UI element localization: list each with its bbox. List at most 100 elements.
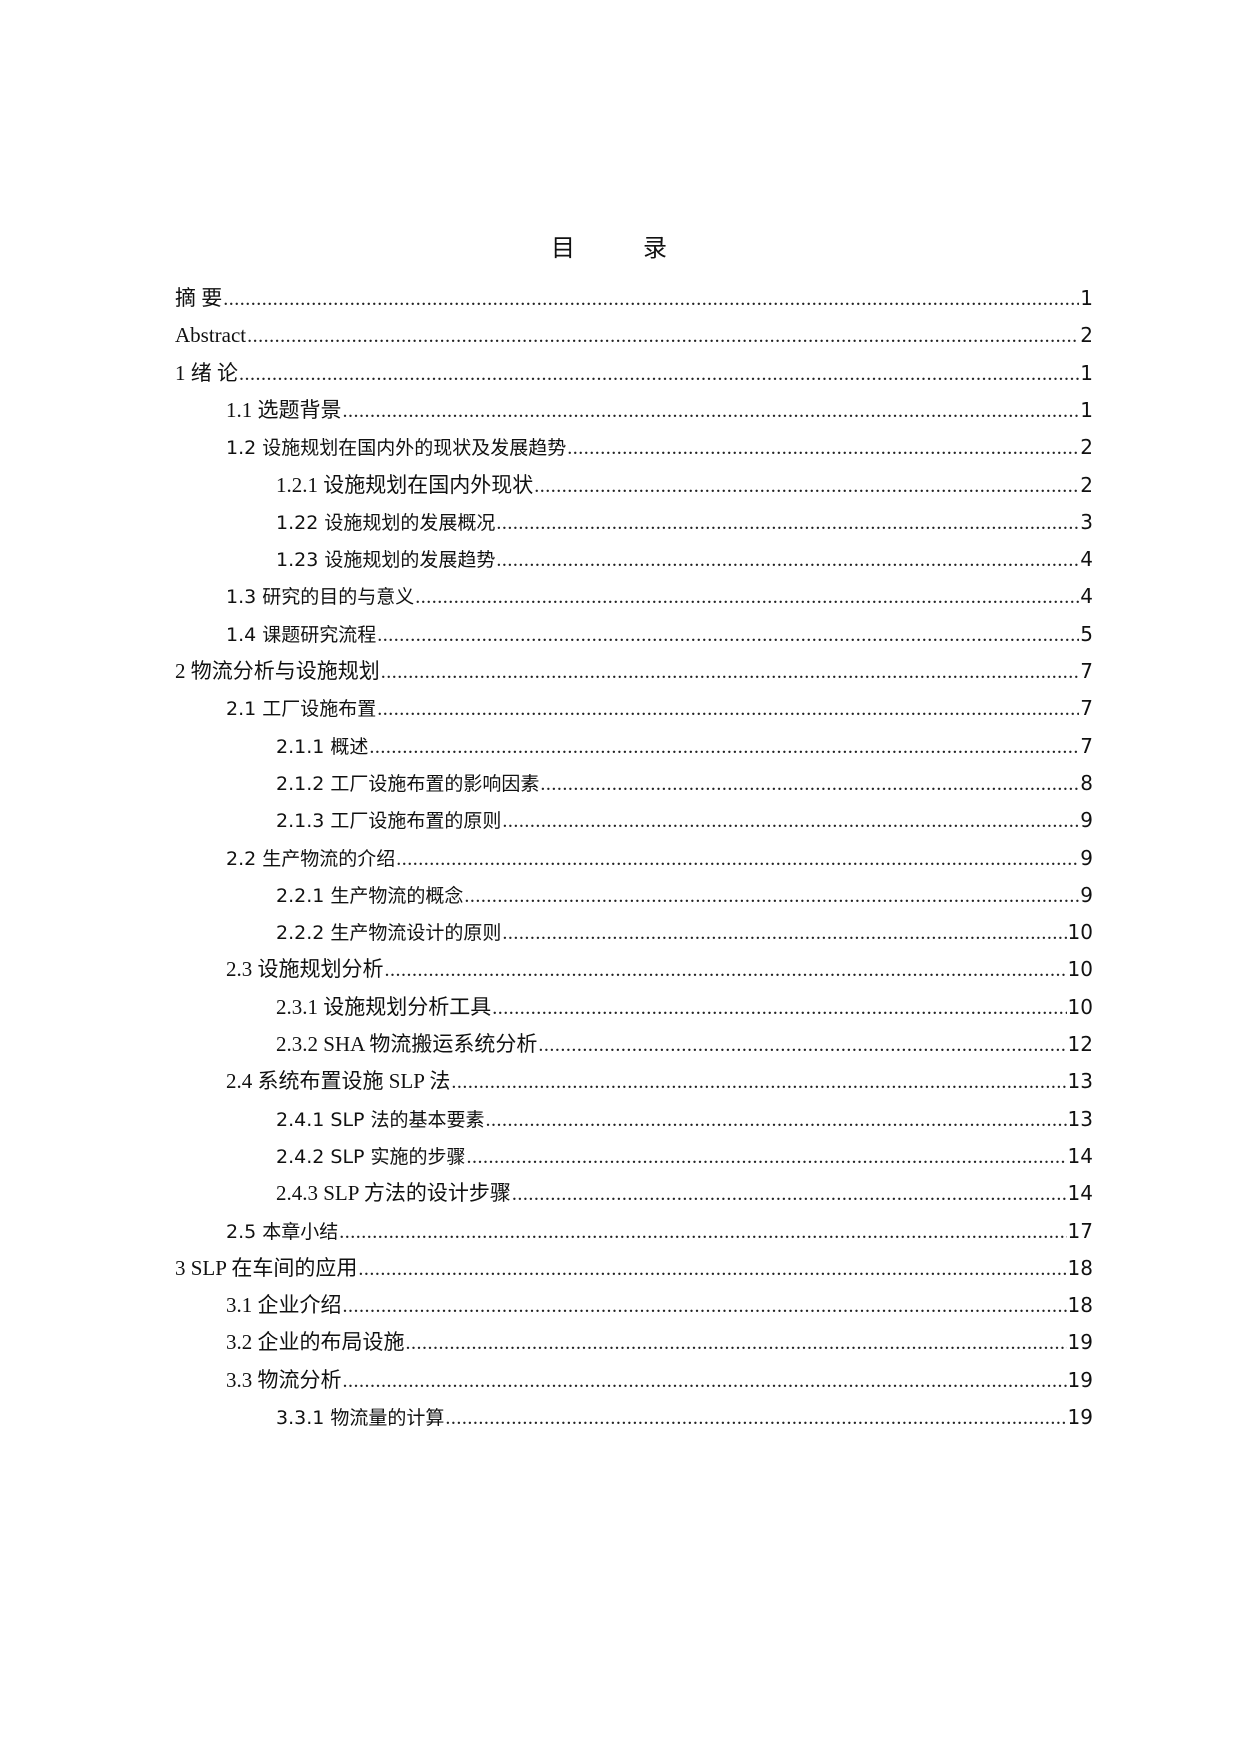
toc-entry[interactable]: 2.4.3 SLP 方法的设计步骤.......................… — [276, 1175, 1093, 1211]
dot-leader: ........................................… — [496, 549, 1080, 572]
dot-leader: ........................................… — [239, 362, 1079, 385]
toc-entry-page-number: 2 — [1080, 472, 1093, 497]
dot-leader: ........................................… — [464, 884, 1080, 907]
toc-entry[interactable]: 2 物流分析与设施规划.............................… — [175, 653, 1093, 689]
toc-entry-label: 2 物流分析与设施规划 — [175, 659, 380, 683]
toc-entry[interactable]: 1.2 设施规划在国内外的现状及发展趋势....................… — [226, 429, 1093, 465]
dot-leader: ........................................… — [223, 288, 1079, 310]
toc-entry-label: 2.3 设施规划分析 — [226, 957, 384, 982]
toc-entry-label: 1.22 设施规划的发展概况 — [276, 511, 496, 534]
toc-entry-label: 1.2 设施规划在国内外的现状及发展趋势 — [226, 437, 567, 460]
toc-entry[interactable]: 2.1.3 工厂设施布置的原则.........................… — [276, 802, 1093, 838]
toc-entry-label: 2.1.2 工厂设施布置的影响因素 — [276, 772, 540, 795]
toc-entry-label: 1.4 课题研究流程 — [226, 623, 377, 646]
dot-leader: ........................................… — [377, 698, 1079, 721]
toc-entry-label: 2.4.2 SLP 实施的步骤 — [276, 1145, 466, 1168]
toc-entry-page-number: 14 — [1067, 1181, 1093, 1206]
dot-leader: ........................................… — [445, 1407, 1067, 1429]
toc-entry[interactable]: 1.23 设施规划的发展趋势..........................… — [276, 541, 1093, 577]
toc-entry[interactable]: 2.3.2 SHA 物流搬运系统分析......................… — [276, 1026, 1093, 1062]
toc-entry-page-number: 9 — [1080, 882, 1093, 907]
toc-entry-label: 3.1 企业介绍 — [226, 1293, 342, 1318]
toc-entry[interactable]: 2.1.1 概述................................… — [276, 728, 1093, 764]
toc-entry[interactable]: 1.1 选题背景................................… — [226, 392, 1093, 428]
dot-leader: ........................................… — [405, 1332, 1067, 1355]
toc-entry-label: 1 绪 论 — [175, 360, 238, 385]
toc-entry[interactable]: 3.2 企业的布局设施.............................… — [226, 1324, 1093, 1360]
dot-leader: ........................................… — [502, 810, 1079, 833]
dot-leader: ........................................… — [369, 735, 1079, 758]
toc-entry-label: 3.3 物流分析 — [226, 1367, 342, 1392]
toc-entry-label: Abstract — [175, 323, 247, 348]
toc-entry[interactable]: 2.2.2 生产物流设计的原则.........................… — [276, 914, 1093, 950]
toc-entry-label: 2.4 系统布置设施 SLP 法 — [226, 1069, 451, 1094]
toc-entry[interactable]: 1.2.1 设施规划在国内外现状........................… — [276, 467, 1093, 503]
dot-leader: ........................................… — [502, 922, 1066, 945]
dot-leader: ........................................… — [342, 1369, 1067, 1392]
toc-entry-label: 2.3.2 SHA 物流搬运系统分析 — [276, 1032, 538, 1056]
dot-leader: ........................................… — [342, 399, 1080, 422]
toc-entry-page-number: 19 — [1067, 1405, 1093, 1429]
toc-entry-label: 3.2 企业的布局设施 — [226, 1330, 405, 1355]
toc-entry[interactable]: 2.5 本章小结................................… — [226, 1213, 1093, 1249]
toc-entry-page-number: 1 — [1080, 286, 1093, 310]
toc-entry-label: 2.2 生产物流的介绍 — [226, 847, 396, 870]
toc-entry[interactable]: 1.22 设施规划的发展概况..........................… — [276, 504, 1093, 540]
toc-entry[interactable]: 1.4 课题研究流程..............................… — [226, 616, 1093, 652]
dot-leader: ........................................… — [358, 1257, 1066, 1280]
dot-leader: ........................................… — [492, 996, 1066, 1019]
toc-entry[interactable]: 1 绪 论...................................… — [175, 355, 1093, 391]
toc-entry[interactable]: 2.3 设施规划分析..............................… — [226, 951, 1093, 987]
toc-entry[interactable]: 2.3.1 设施规划分析工具..........................… — [276, 989, 1093, 1025]
toc-entry[interactable]: 2.4 系统布置设施 SLP 法........................… — [226, 1063, 1093, 1099]
dot-leader: ........................................… — [247, 325, 1079, 348]
dot-leader: ........................................… — [451, 1071, 1067, 1094]
toc-entry[interactable]: 2.1.2 工厂设施布置的影响因素.......................… — [276, 765, 1093, 801]
toc-entry-label: 2.3.1 设施规划分析工具 — [276, 994, 492, 1019]
toc-entry-page-number: 12 — [1067, 1032, 1093, 1056]
toc-entry-page-number: 13 — [1067, 1069, 1093, 1094]
toc-entry-label: 3.3.1 物流量的计算 — [276, 1407, 445, 1429]
toc-entry-label: 2.2.2 生产物流设计的原则 — [276, 922, 502, 945]
dot-leader: ........................................… — [466, 1145, 1067, 1168]
toc-entry-page-number: 19 — [1067, 1367, 1093, 1392]
toc-entry[interactable]: 2.1 工厂设施布置..............................… — [226, 690, 1093, 726]
toc-entry-label: 1.1 选题背景 — [226, 397, 342, 422]
toc-entry-label: 1.2.1 设施规划在国内外现状 — [276, 472, 534, 497]
toc-entry-page-number: 8 — [1080, 770, 1093, 795]
dot-leader: ........................................… — [396, 847, 1079, 870]
toc-entry[interactable]: 3.1 企业介绍................................… — [226, 1287, 1093, 1323]
toc-entry-page-number: 9 — [1080, 845, 1093, 870]
toc-entry-page-number: 1 — [1080, 360, 1093, 385]
toc-entry[interactable]: 1.3 研究的目的与意义............................… — [226, 578, 1093, 614]
toc-entry-label: 2.1.1 概述 — [276, 735, 369, 758]
toc-entry[interactable]: 2.4.2 SLP 实施的步骤.........................… — [276, 1138, 1093, 1174]
toc-entry-page-number: 10 — [1067, 920, 1093, 945]
toc-entry-page-number: 14 — [1067, 1143, 1093, 1168]
dot-leader: ........................................… — [538, 1034, 1067, 1056]
dot-leader: ........................................… — [415, 586, 1080, 609]
toc-entry[interactable]: 3.3.1 物流量的计算............................… — [276, 1399, 1093, 1435]
toc-entry-label: 摘 要 — [175, 286, 223, 310]
toc-entry-page-number: 4 — [1080, 584, 1093, 609]
dot-leader: ........................................… — [339, 1220, 1066, 1243]
toc-entry-label: 2.4.1 SLP 法的基本要素 — [276, 1108, 485, 1131]
toc-entry[interactable]: 3 SLP 在车间的应用............................… — [175, 1250, 1093, 1286]
toc-entry-page-number: 7 — [1080, 733, 1093, 758]
toc-entry[interactable]: 3.3 物流分析................................… — [226, 1362, 1093, 1398]
dot-leader: ........................................… — [384, 959, 1067, 982]
toc-entry[interactable]: Abstract................................… — [175, 317, 1093, 353]
toc-entry[interactable]: 2.2.1 生产物流的概念...........................… — [276, 877, 1093, 913]
toc-entry-page-number: 7 — [1080, 696, 1093, 721]
toc-entry-page-number: 18 — [1067, 1293, 1093, 1318]
dot-leader: ........................................… — [342, 1295, 1067, 1318]
toc-entry-page-number: 17 — [1067, 1218, 1093, 1243]
toc-entry-page-number: 10 — [1067, 994, 1093, 1019]
dot-leader: ........................................… — [496, 511, 1080, 534]
toc-entry[interactable]: 2.2 生产物流的介绍.............................… — [226, 840, 1093, 876]
dot-leader: ........................................… — [377, 623, 1079, 646]
toc-entry[interactable]: 摘 要.....................................… — [175, 280, 1093, 316]
toc-entry[interactable]: 2.4.1 SLP 法的基本要素........................… — [276, 1101, 1093, 1137]
toc-entry-label: 1.23 设施规划的发展趋势 — [276, 549, 496, 572]
